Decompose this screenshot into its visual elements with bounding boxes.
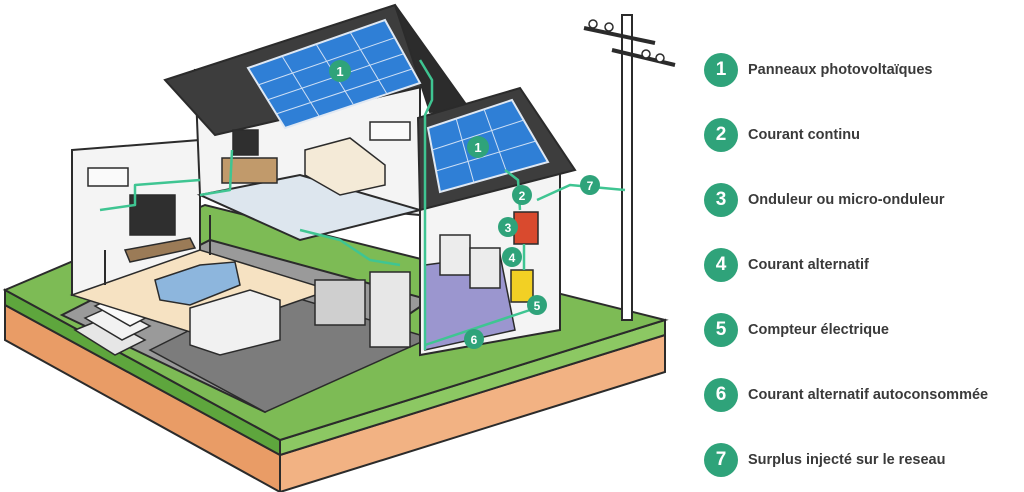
marker-panel-main-label: 1 (336, 64, 343, 79)
utility-pole (583, 14, 676, 321)
stove (314, 279, 366, 326)
marker-inverter-label: 3 (505, 221, 512, 235)
tv-cabinet (123, 237, 197, 263)
marker-grid: 7 (580, 175, 600, 195)
meter-box (510, 269, 534, 303)
fridge (369, 271, 411, 348)
legend-number-badge: 4 (704, 248, 738, 282)
marker-dc: 2 (512, 185, 532, 205)
marker-meter: 5 (527, 295, 547, 315)
legend-item-panels: 1 Panneaux photovoltaïques (704, 52, 933, 88)
legend-number-badge: 1 (704, 53, 738, 87)
legend-number-badge: 7 (704, 443, 738, 477)
sofa (154, 261, 241, 306)
legend-item-grid: 7 Surplus injecté sur le reseau (704, 442, 945, 478)
marker-self-consumed-label: 6 (471, 333, 478, 347)
legend-number-badge: 5 (704, 313, 738, 347)
bed (304, 137, 386, 196)
legend-label: Courant alternatif autoconsommée (748, 387, 989, 403)
legend-label: Compteur électrique (748, 322, 889, 338)
marker-inverter: 3 (498, 217, 518, 237)
marker-self-consumed: 6 (464, 329, 484, 349)
marker-grid-label: 7 (587, 179, 594, 193)
legend-label: Courant alternatif (748, 257, 869, 273)
marker-panel-annex: 1 (467, 136, 489, 158)
legend-label: Courant continu (748, 127, 860, 143)
kitchen-island (189, 289, 281, 356)
washing-machine (439, 234, 471, 276)
marker-panel-annex-label: 1 (474, 140, 481, 155)
marker-ac-label: 4 (509, 251, 516, 265)
air-conditioner-bedroom (369, 121, 411, 141)
legend-label: Surplus injecté sur le reseau (748, 452, 946, 468)
legend-item-ac: 4 Courant alternatif (704, 247, 869, 283)
marker-ac: 4 (502, 247, 522, 267)
legend-item-meter: 5 Compteur électrique (704, 312, 889, 348)
monitor (232, 129, 259, 156)
legend-number-badge: 2 (704, 118, 738, 152)
legend-number-badge: 6 (704, 378, 738, 412)
dryer (469, 247, 501, 289)
marker-meter-label: 5 (534, 299, 541, 313)
legend-label: Panneaux photovoltaïques (748, 62, 933, 78)
marker-panel-main: 1 (329, 60, 351, 82)
legend-label: Onduleur ou micro-onduleur (748, 192, 945, 208)
legend-item-self-consumed: 6 Courant alternatif autoconsommée (704, 377, 988, 413)
legend-item-inverter: 3 Onduleur ou micro-onduleur (704, 182, 945, 218)
marker-dc-label: 2 (519, 189, 526, 203)
tv (129, 194, 176, 236)
legend-item-dc: 2 Courant continu (704, 117, 860, 153)
air-conditioner-left (87, 167, 129, 187)
legend-number-badge: 3 (704, 183, 738, 217)
